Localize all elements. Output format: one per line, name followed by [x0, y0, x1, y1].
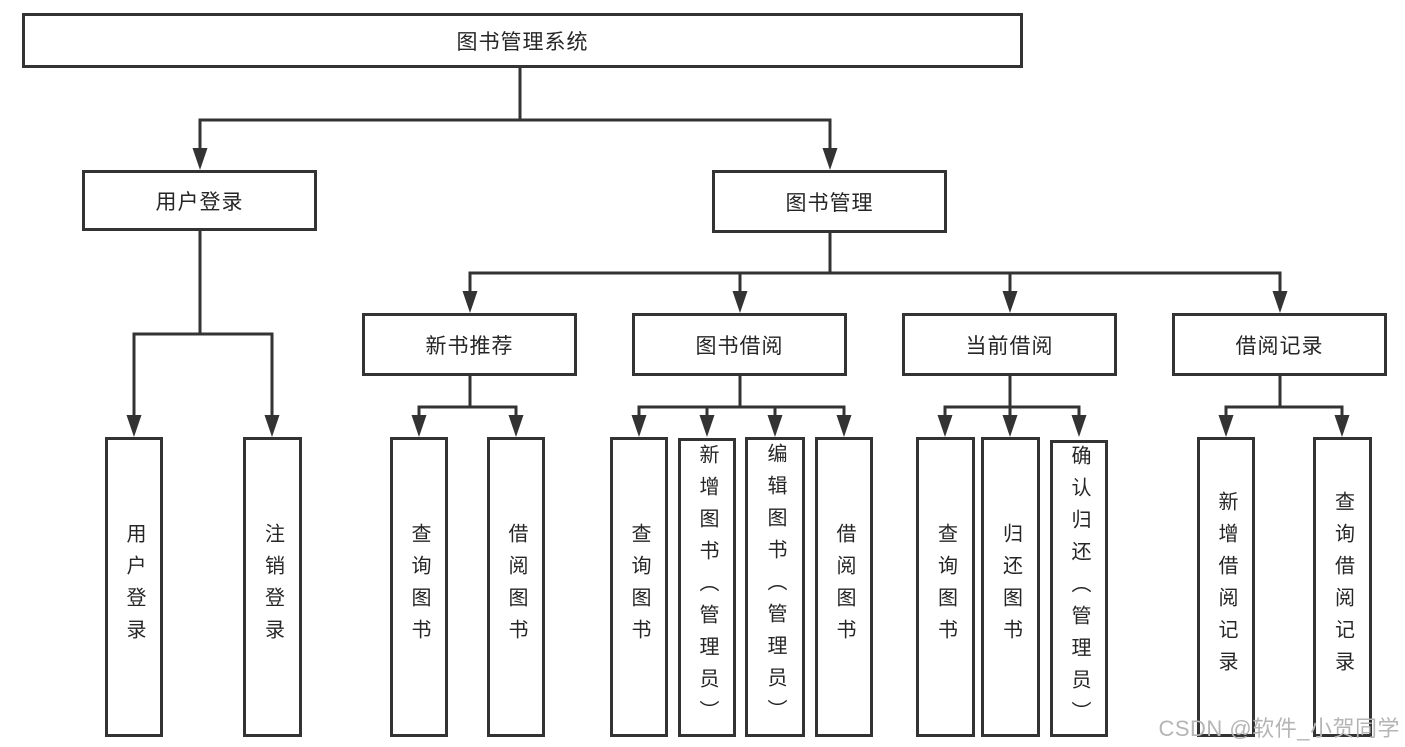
node-leaf-query-borrow-record: 查询借阅记录 — [1313, 437, 1372, 737]
arrowhead-icon — [192, 148, 208, 170]
node-label: 图书管理 — [785, 191, 874, 215]
node-leaf-logout: 注销登录 — [243, 437, 302, 737]
node-label: 编辑图书（管理员） — [764, 443, 786, 731]
node-label: 图书管理系统 — [456, 30, 589, 54]
node-new-book-recommend: 新书推荐 — [362, 313, 577, 376]
arrowhead-icon — [411, 415, 427, 437]
node-label: 归还图书 — [999, 523, 1022, 651]
arrowhead-icon — [822, 148, 838, 170]
node-label: 新书推荐 — [425, 334, 514, 358]
node-leaf-return-books: 归还图书 — [981, 437, 1040, 737]
node-borrow-records: 借阅记录 — [1172, 313, 1387, 376]
arrowhead-icon — [1002, 415, 1018, 437]
arrowhead-icon — [767, 415, 783, 437]
node-label: 查询图书 — [408, 523, 430, 651]
node-leaf-add-books-admin: 新增图书（管理员） — [678, 438, 736, 737]
arrowhead-icon — [462, 291, 478, 313]
arrowhead-icon — [264, 415, 280, 437]
node-label: 新增借阅记录 — [1215, 491, 1237, 683]
node-label: 查询图书 — [934, 523, 957, 651]
node-label: 查询图书 — [628, 523, 650, 651]
node-label: 新增图书（管理员） — [696, 443, 718, 732]
arrowhead-icon — [937, 415, 953, 437]
node-leaf-confirm-return-admin: 确认归还（管理员） — [1050, 440, 1108, 737]
node-label: 当前借阅 — [965, 334, 1054, 358]
node-label: 确认归还（管理员） — [1068, 444, 1090, 733]
node-leaf-add-borrow-record: 新增借阅记录 — [1197, 437, 1255, 737]
node-leaf-query-books-current: 查询图书 — [916, 437, 975, 737]
node-current-borrow: 当前借阅 — [902, 313, 1117, 376]
node-label: 用户登录 — [123, 523, 145, 651]
arrowhead-icon — [1002, 291, 1018, 313]
arrowhead-icon — [836, 415, 852, 437]
arrowhead-icon — [699, 415, 715, 437]
connector-lines — [132, 66, 1344, 419]
node-leaf-query-books-borrow: 查询图书 — [610, 437, 668, 737]
connector-current-borrow-branch — [943, 374, 1081, 419]
node-label: 图书借阅 — [695, 334, 784, 358]
connector-new-book-rec-branch — [417, 374, 518, 419]
arrowhead-icon — [126, 415, 142, 437]
arrowhead-icon — [508, 415, 524, 437]
connector-book-borrow-branch — [637, 374, 846, 419]
arrowhead-icon — [631, 415, 647, 437]
node-book-management: 图书管理 — [712, 170, 947, 233]
connector-book-mgmt-branch — [468, 231, 1282, 295]
node-label: 借阅图书 — [833, 523, 855, 651]
connector-root-branch — [198, 66, 832, 152]
node-label: 借阅图书 — [505, 523, 527, 651]
arrowhead-icon — [732, 291, 748, 313]
node-leaf-borrow-books-recommend: 借阅图书 — [487, 437, 545, 737]
node-leaf-user-login: 用户登录 — [105, 437, 163, 737]
node-label: 查询借阅记录 — [1331, 491, 1354, 683]
arrowhead-icon — [1218, 415, 1234, 437]
arrowhead-icon — [1071, 415, 1087, 437]
node-book-borrow: 图书借阅 — [632, 313, 847, 376]
node-library-system: 图书管理系统 — [22, 13, 1023, 68]
node-label: 借阅记录 — [1235, 334, 1324, 358]
connector-arrowheads — [126, 148, 1350, 437]
arrowhead-icon — [1272, 291, 1288, 313]
node-label: 用户登录 — [155, 190, 244, 214]
connector-user-login-branch — [132, 229, 274, 419]
node-user-login: 用户登录 — [82, 170, 317, 231]
connector-borrow-records-branch — [1224, 374, 1344, 419]
node-leaf-edit-books-admin: 编辑图书（管理员） — [745, 437, 805, 737]
node-leaf-borrow-books: 借阅图书 — [815, 437, 873, 737]
arrowhead-icon — [1334, 415, 1350, 437]
node-leaf-query-books-recommend: 查询图书 — [390, 437, 448, 737]
node-label: 注销登录 — [261, 523, 284, 651]
watermark: CSDN @软件_小贺同学 — [1158, 716, 1400, 741]
